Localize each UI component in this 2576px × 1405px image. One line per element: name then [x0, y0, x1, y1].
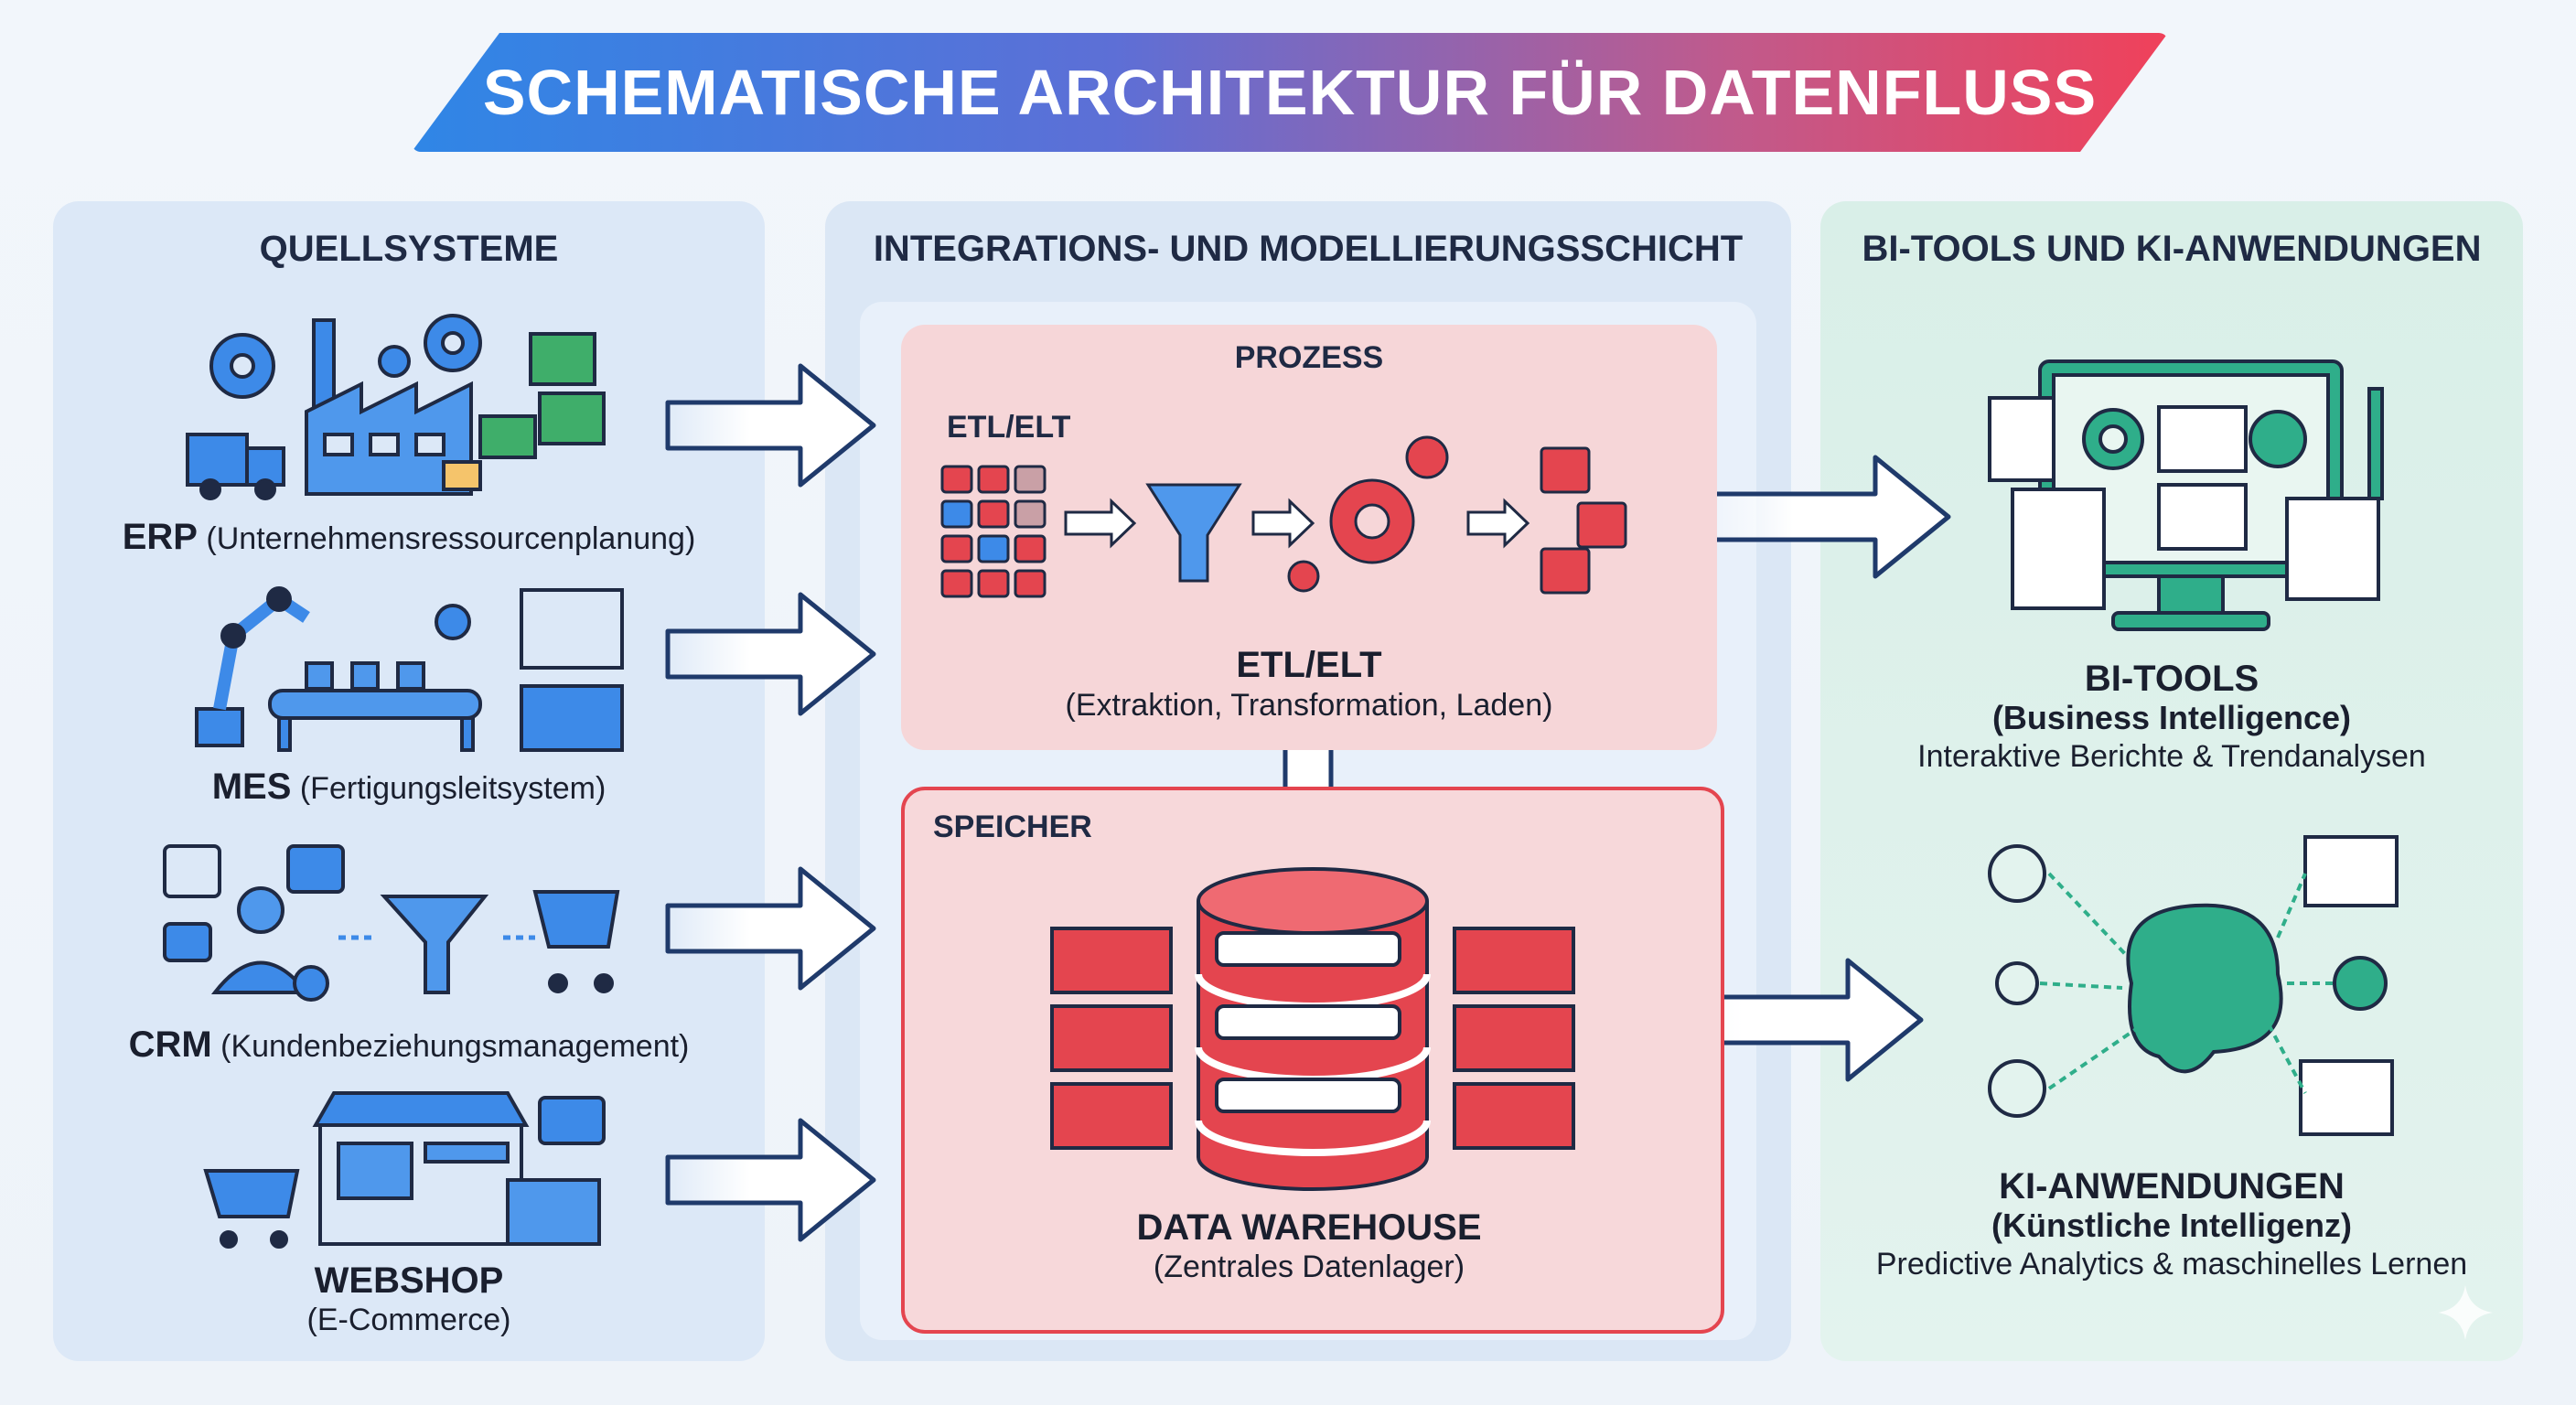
etl-tag: ETL/ELT: [947, 410, 1071, 445]
mes-production-icon: [195, 586, 624, 752]
bi-desc: Interaktive Berichte & Trendanalysen: [1917, 739, 2426, 774]
webshop-name: WEBSHOP: [314, 1260, 504, 1301]
arrow-webshop: [665, 1118, 876, 1242]
erp-factory-icon: [186, 314, 606, 500]
sources-header: QUELLSYSTEME: [259, 229, 559, 269]
ai-desc: Predictive Analytics & maschinelles Lern…: [1875, 1247, 2468, 1282]
webshop-desc: (E-Commerce): [306, 1303, 511, 1337]
ai-title: KI-ANWENDUNGEN: [1999, 1166, 2345, 1207]
erp-desc: (Unternehmensressourcenplanung): [206, 521, 696, 556]
mes-name: MES: [211, 767, 292, 807]
mes-desc: (Fertigungsleitsystem): [299, 771, 606, 806]
crm-customer-icon: [163, 844, 620, 1002]
page-title: SCHEMATISCHE ARCHITEKTUR FÜR DATENFLUSS: [482, 57, 2098, 128]
storage-title: DATA WAREHOUSE: [1136, 1207, 1482, 1248]
crm-name: CRM: [128, 1024, 212, 1065]
arrow-crm: [665, 866, 876, 991]
bi-dashboard-icon: [1988, 359, 2384, 631]
erp-name: ERP: [122, 517, 198, 557]
bi-title: BI-TOOLS: [2084, 659, 2259, 699]
crm-desc: (Kundenbeziehungsmanagement): [220, 1029, 690, 1064]
process-section-label: PROZESS: [1234, 340, 1384, 375]
title-banner: [412, 33, 2168, 152]
data-warehouse-icon: [1050, 867, 1575, 1191]
consumers-header: BI-TOOLS UND KI-ANWENDUNGEN: [1862, 229, 2482, 269]
arrow-erp: [665, 363, 876, 488]
integration-header: INTEGRATIONS- UND MODELLIERUNGSSCHICHT: [873, 229, 1744, 269]
etl-pipeline-icon: [940, 435, 1627, 598]
storage-subtitle: (Zentrales Datenlager): [1153, 1249, 1465, 1284]
ai-subtitle: (Künstliche Intelligenz): [1991, 1207, 2352, 1244]
process-subtitle: (Extraktion, Transformation, Laden): [1065, 688, 1553, 723]
process-title: ETL/ELT: [1236, 645, 1382, 685]
bi-subtitle: (Business Intelligence): [1991, 699, 2352, 736]
arrow-mes: [665, 592, 876, 716]
arrow-process-to-bi: [1690, 455, 1951, 579]
webshop-store-icon: [203, 1091, 606, 1249]
ai-brain-network-icon: [1988, 835, 2399, 1136]
sparkle-icon: [2438, 1285, 2493, 1340]
storage-section-label: SPEICHER: [933, 810, 1092, 844]
